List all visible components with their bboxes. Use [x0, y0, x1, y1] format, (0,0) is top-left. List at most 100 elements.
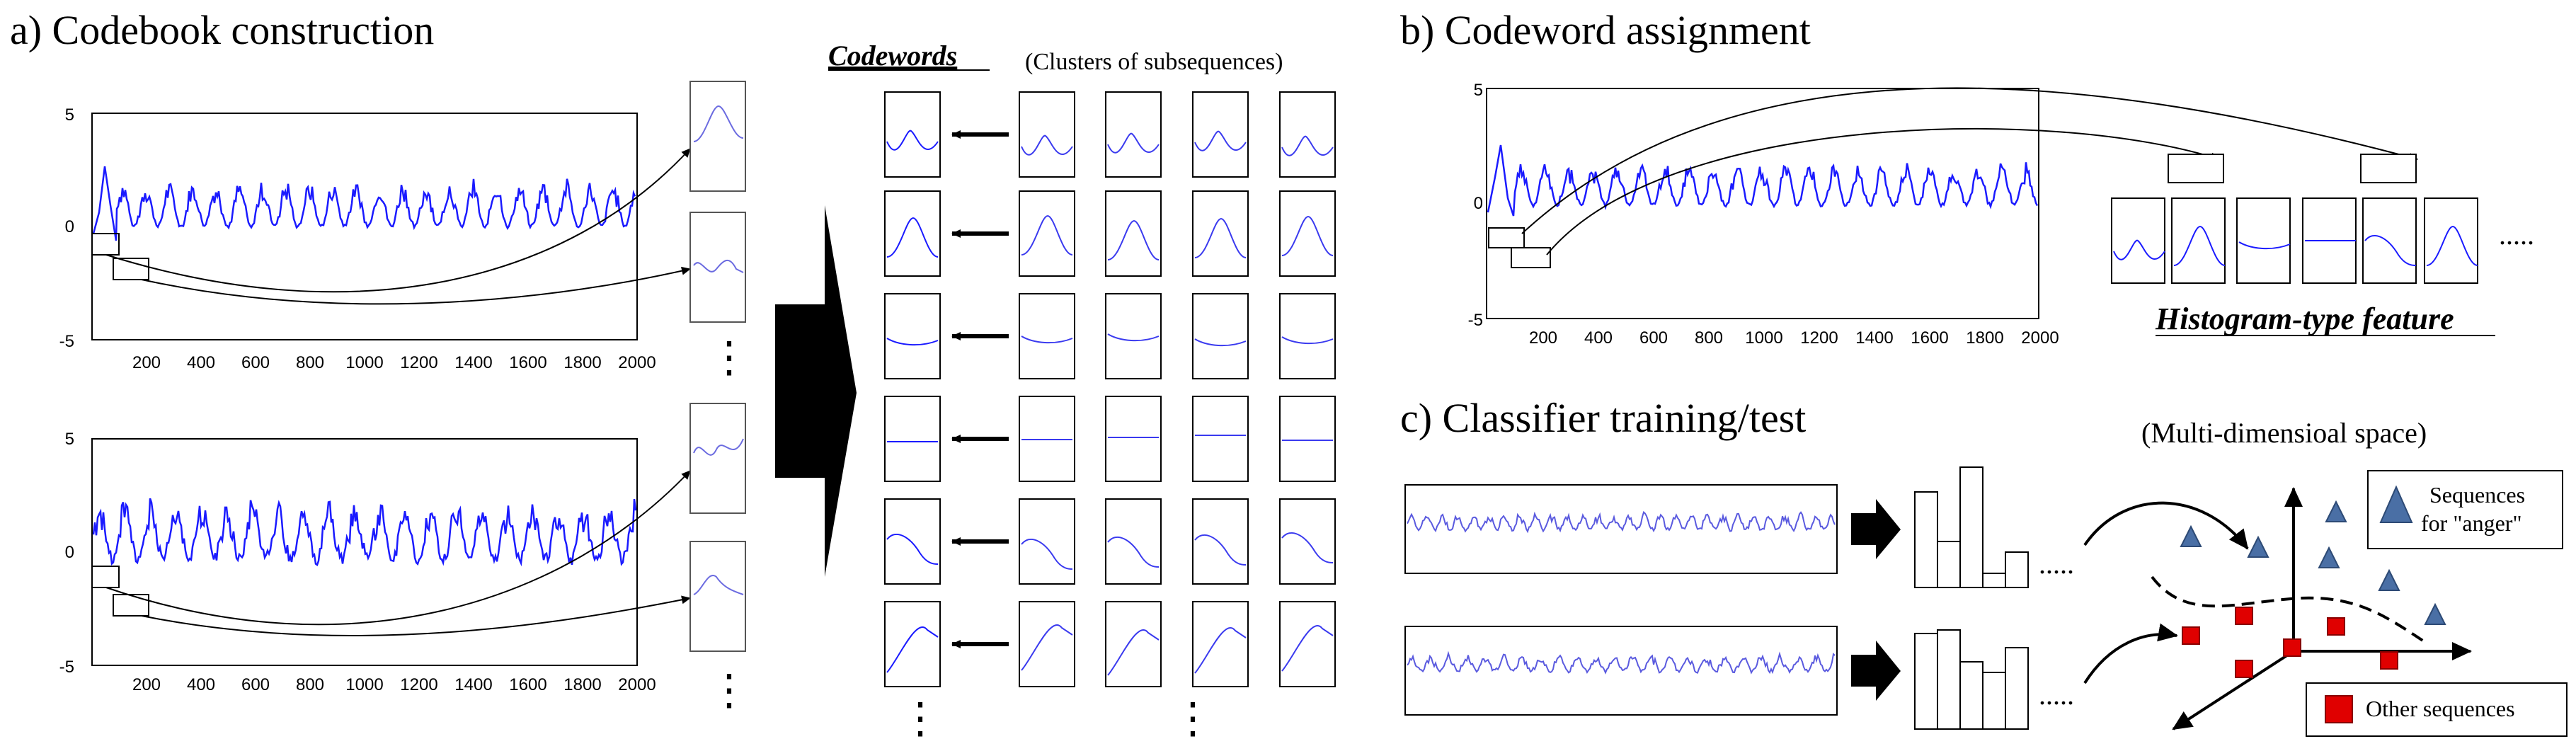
arrow — [141, 595, 691, 636]
y-tick-0: 0 — [1474, 194, 1483, 213]
histogram-count-box — [2360, 154, 2417, 183]
ellipsis-dots: ..... — [2039, 679, 2074, 711]
x-tick-label: 800 — [1695, 328, 1723, 348]
cluster-member-thumb — [1019, 190, 1075, 277]
square-icon — [2325, 695, 2353, 723]
codeword-grid — [884, 91, 1336, 687]
cluster-member-thumb — [1019, 293, 1075, 379]
codeword-thumb — [2424, 197, 2478, 284]
x-tick-label: 1000 — [1745, 328, 1782, 348]
x-tick-label: 1000 — [345, 353, 383, 372]
triangle-icon — [2379, 485, 2413, 523]
cluster-member-thumb — [1019, 498, 1075, 585]
histogram — [1914, 629, 2029, 730]
anger-points — [2180, 500, 2446, 625]
plot-frame — [1486, 88, 2039, 319]
codeword-thumb — [884, 91, 941, 178]
panel-b: b) Codeword assignment 5 0 -5 200 400 600 8… — [1400, 7, 2534, 348]
codeword-thumb — [2362, 197, 2417, 284]
x-tick-label: 400 — [187, 353, 215, 372]
triangle-icon — [2180, 524, 2202, 547]
x-tick-label: 1800 — [1966, 328, 2003, 348]
arrow — [2083, 623, 2178, 684]
cluster-member-thumb — [1105, 396, 1162, 482]
x-tick-label: 400 — [1584, 328, 1613, 348]
input-sequence — [1404, 484, 1838, 574]
arrow — [1521, 87, 2418, 234]
cluster-member-thumb — [1192, 91, 1249, 178]
x-tick-label: 1400 — [454, 353, 492, 372]
ellipsis: ⋮ — [1172, 695, 1214, 742]
triangle-icon — [2318, 546, 2340, 568]
square-icon — [2235, 607, 2253, 625]
x-tick-label: 200 — [1529, 328, 1557, 348]
cluster-member-thumb — [1105, 498, 1162, 585]
cluster-member-thumb — [1192, 498, 1249, 585]
y-tick-5: 5 — [65, 105, 74, 125]
ellipsis: ⋮ — [899, 695, 941, 742]
codeword-thumb — [884, 293, 941, 379]
panel-c: c) Classifier training/test (Multi-dimen… — [1400, 395, 2568, 737]
signal-line — [1407, 510, 1836, 534]
cluster-member-thumb — [1192, 190, 1249, 277]
arrow-icon — [1851, 641, 1901, 701]
codewords-label: Codewords — [828, 40, 957, 71]
signal-line — [1487, 144, 2039, 217]
panel-b-title: b) Codeword assignment — [1400, 7, 1811, 53]
arrow — [1546, 127, 2220, 256]
arrow — [141, 266, 691, 305]
subsequence-window — [113, 594, 149, 617]
codeword-row — [2111, 197, 2478, 284]
signal-line — [1407, 650, 1836, 675]
x-tick-label: 1400 — [1855, 328, 1893, 348]
codeword-thumb — [2171, 197, 2226, 284]
x-tick-label: 1600 — [1911, 328, 1948, 348]
y-tick-5: 5 — [65, 430, 74, 449]
codeword-thumb — [884, 498, 941, 585]
y-tick-neg5: -5 — [59, 332, 74, 351]
cluster-member-thumb — [1279, 498, 1336, 585]
ellipsis-dots: ..... — [2039, 548, 2074, 580]
legend-triangle: Sequences for "anger" — [2367, 470, 2563, 549]
x-tick-label: 600 — [241, 353, 270, 372]
triangle-icon — [2247, 535, 2269, 558]
x-tick-label: 1400 — [454, 675, 492, 694]
cluster-member-thumb — [1192, 396, 1249, 482]
x-tick-label: 1800 — [563, 353, 601, 372]
codeword-thumb — [2236, 197, 2291, 284]
space-label: (Multi-dimensioal space) — [2141, 417, 2427, 449]
x-tick-label: 600 — [1639, 328, 1668, 348]
cluster-member-thumb — [1279, 190, 1336, 277]
codeword-thumb — [884, 396, 941, 482]
subsequence-window — [1488, 227, 1525, 248]
clusters-label: (Clusters of subsequences) — [1025, 49, 1283, 75]
cluster-member-thumb — [1105, 601, 1162, 687]
x-tick-label: 800 — [296, 675, 324, 694]
cluster-member-thumb — [1019, 601, 1075, 687]
x-tick-label: 1800 — [563, 675, 601, 694]
subsequence-thumb — [689, 81, 746, 192]
x-tick-label: 1600 — [509, 353, 546, 372]
triangle-icon — [2325, 500, 2347, 522]
triangle-icon — [2378, 568, 2400, 591]
x-tick-label: 1200 — [1800, 328, 1838, 348]
ellipsis-dots: ..... — [2499, 219, 2534, 251]
legend-triangle-line2: for "anger" — [2421, 510, 2522, 536]
x-tick-label: 1200 — [400, 353, 437, 372]
axis — [2172, 650, 2295, 730]
y-tick-neg5: -5 — [1468, 311, 1483, 330]
y-tick-5: 5 — [1474, 81, 1483, 100]
legend-triangle-line1: Sequences — [2429, 482, 2525, 508]
subsequence-window — [91, 233, 120, 256]
x-tick-label: 200 — [132, 353, 161, 372]
ellipsis: ⋮ — [708, 334, 750, 381]
cluster-member-thumb — [1279, 91, 1336, 178]
legend-square-label: Other sequences — [2366, 696, 2515, 721]
square-icon — [2235, 660, 2253, 678]
panel-a-title: a) Codebook construction — [10, 7, 434, 53]
histogram-label: Histogram-type feature — [2155, 302, 2454, 336]
